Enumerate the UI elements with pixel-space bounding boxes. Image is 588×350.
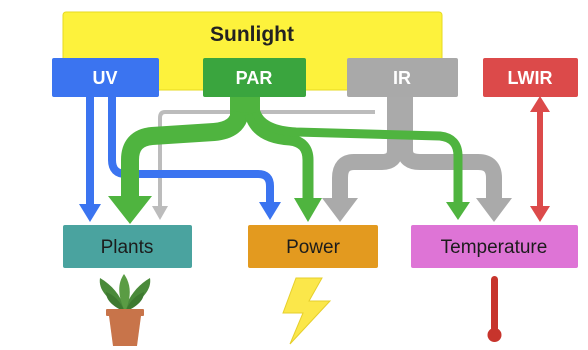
uv-flow-power: [108, 95, 274, 206]
band-lwir-label: LWIR: [508, 68, 553, 88]
lwir-arrowhead-up: [530, 96, 550, 112]
band-par-box: [203, 58, 306, 97]
target-power-label: Power: [286, 237, 341, 258]
band-par: PAR: [203, 58, 306, 97]
band-ir-label: IR: [393, 68, 411, 88]
band-par-label: PAR: [236, 68, 273, 88]
sunlight-label: Sunlight: [210, 23, 294, 46]
ir-arrowhead-power: [322, 198, 358, 222]
target-temperature-label: Temperature: [441, 237, 548, 258]
uv-arrowhead-plants: [79, 204, 101, 222]
potted-plant-icon: [99, 274, 151, 346]
par-arrowhead-power: [294, 198, 322, 222]
ir-flow-temperature: [397, 149, 502, 205]
band-ir: IR: [347, 58, 458, 97]
ir-flow-power: [332, 149, 403, 205]
band-ir-box: [347, 58, 458, 97]
lightning-bolt-icon: [282, 277, 332, 345]
par-arrowhead-plants: [108, 196, 152, 224]
lwir-arrowhead-down: [530, 206, 550, 222]
par-arrowhead-temperature: [446, 202, 470, 220]
band-lwir-box: [483, 58, 578, 97]
par-flow-temperature: [251, 110, 463, 206]
target-temperature: Temperature: [411, 225, 578, 268]
band-uv-label: UV: [92, 68, 117, 88]
target-plants: Plants: [63, 225, 192, 268]
ir-arrowhead-temperature: [476, 198, 512, 222]
ir-thin-flow: [158, 110, 375, 210]
ir-thin-arrowhead: [152, 206, 168, 220]
target-plants-box: [63, 225, 192, 268]
band-uv: UV: [52, 58, 159, 97]
target-power-box: [248, 225, 378, 268]
par-flow-power: [244, 112, 314, 204]
target-power: Power: [248, 225, 378, 268]
target-plants-label: Plants: [101, 237, 154, 258]
flows: [79, 92, 550, 224]
uv-arrowhead-power: [259, 202, 281, 220]
thermometer-icon: [487, 276, 502, 342]
band-uv-box: [52, 58, 159, 97]
par-flow-plants: [121, 110, 249, 204]
band-lwir: LWIR: [483, 58, 578, 97]
target-temperature-box: [411, 225, 578, 268]
